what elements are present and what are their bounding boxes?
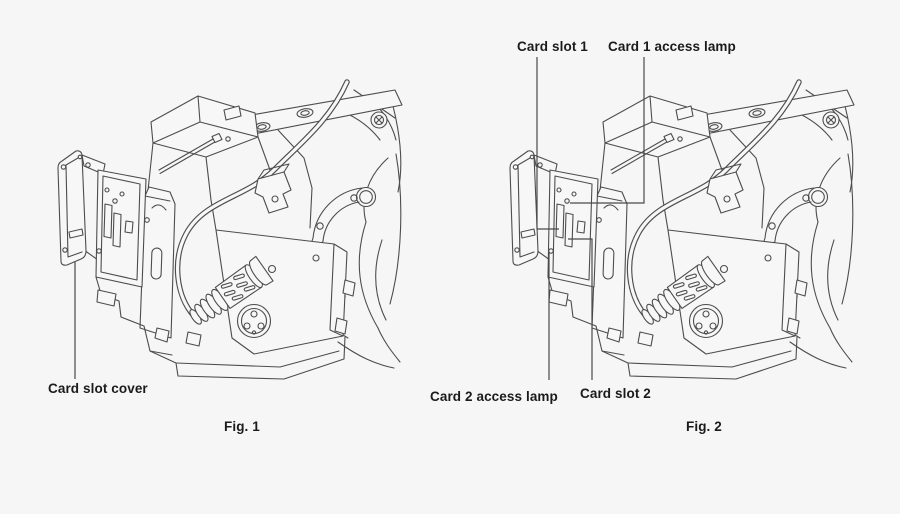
leader-card-slot-1 [536, 57, 559, 230]
card-1-access-lamp-label: Card 1 access lamp [608, 39, 736, 54]
camera-drawing-fig1 [58, 82, 402, 379]
card-slot-2-label: Card slot 2 [580, 386, 651, 401]
figure-1-caption: Fig. 1 [224, 419, 260, 434]
leader-card-1-access-lamp [570, 57, 645, 204]
card-slot-cover-label: Card slot cover [48, 381, 148, 396]
card-slot-1-label: Card slot 1 [517, 39, 588, 54]
camera-drawing-fig2 [510, 82, 854, 379]
card-2-access-lamp-label: Card 2 access lamp [430, 389, 558, 404]
figure-2-caption: Fig. 2 [686, 419, 722, 434]
leader-card-slot-2 [568, 238, 593, 380]
